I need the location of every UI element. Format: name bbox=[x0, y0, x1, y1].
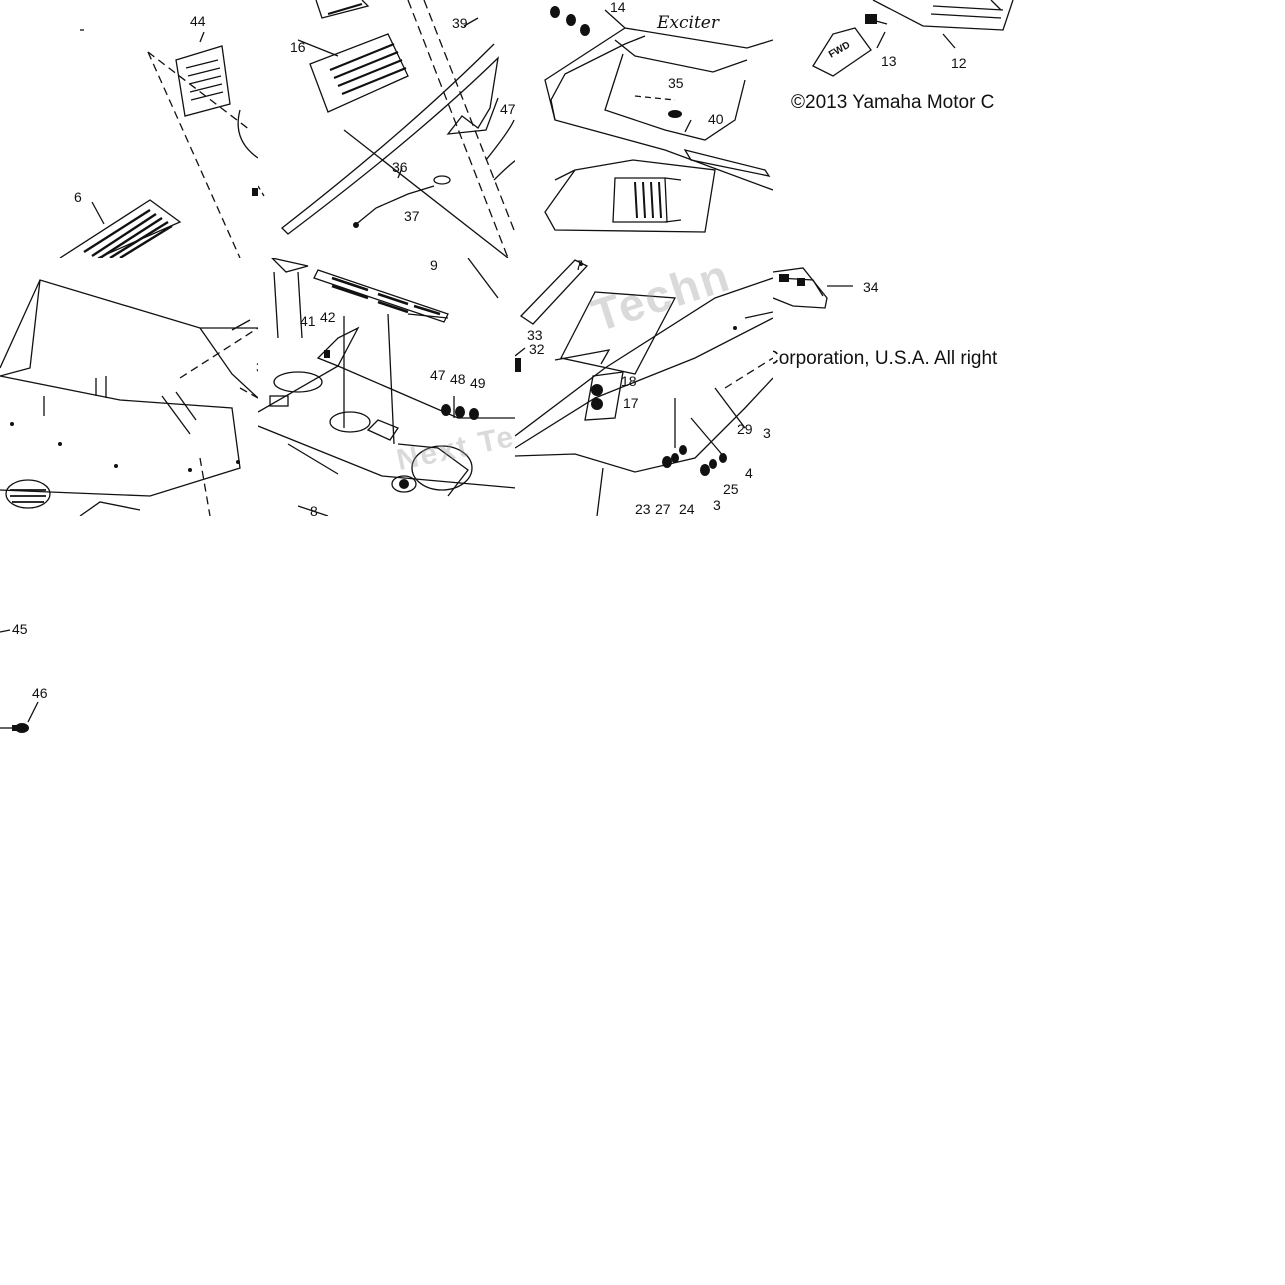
console-drawing bbox=[258, 258, 516, 516]
callout-45: 45 bbox=[12, 621, 28, 637]
hinge-drawing bbox=[773, 267, 853, 309]
callout-40: 40 bbox=[708, 111, 724, 127]
callout-7: 7 bbox=[575, 258, 583, 273]
callout-42: 42 bbox=[320, 309, 336, 325]
callout-46: 46 bbox=[32, 685, 48, 701]
diagram-tile-console: 15 26 31 9 41 42 47 48 49 8 bbox=[258, 258, 516, 516]
grille-16 bbox=[309, 33, 409, 113]
callout-12: 12 bbox=[951, 55, 967, 71]
fwd-label: FWD bbox=[827, 40, 852, 61]
diagram-tile-hinge: 34 Corporation, U.S.A. All right bbox=[773, 258, 1031, 516]
callout-16: 16 bbox=[290, 39, 306, 55]
callout-47: 47 bbox=[430, 367, 446, 383]
callout-13: 13 bbox=[881, 53, 897, 69]
emblem-15 bbox=[271, 258, 309, 273]
callout-25: 25 bbox=[723, 481, 739, 497]
decal-grille-drawing bbox=[59, 29, 258, 258]
cowl-top-drawing: Exciter bbox=[544, 6, 773, 233]
callout-23: 23 bbox=[635, 501, 651, 516]
side-panel-drawing bbox=[515, 259, 773, 516]
callout-35: 35 bbox=[668, 75, 684, 91]
callout-3-nut: 3 bbox=[713, 497, 721, 513]
callout-18: 18 bbox=[621, 373, 637, 389]
cowl-top-40 bbox=[544, 27, 773, 191]
diagram-tile-decal-grille: 44 6 bbox=[0, 0, 258, 258]
diagram-tile-fasteners: 45 46 bbox=[0, 516, 258, 774]
callout-9: 9 bbox=[430, 258, 438, 273]
strip-39 bbox=[281, 43, 499, 235]
callout-17: 17 bbox=[623, 395, 639, 411]
fwd-tag-13 bbox=[812, 27, 872, 77]
hinge-34 bbox=[773, 267, 828, 309]
callout-39: 39 bbox=[452, 15, 468, 31]
callout-43: 47 bbox=[500, 101, 516, 117]
callout-24: 24 bbox=[679, 501, 695, 516]
callout-3-windshield: 3 bbox=[256, 360, 258, 374]
callout-8: 8 bbox=[310, 503, 318, 516]
callout-34: 34 bbox=[863, 279, 879, 295]
callout-48: 48 bbox=[450, 371, 466, 387]
diagram-tile-tag-copyright: FWD 13 12 ©2013 Yamaha Motor C bbox=[773, 0, 1031, 258]
decal-44 bbox=[175, 45, 231, 117]
diagram-tile-hood-strip: 39 16 36 37 47 bbox=[258, 0, 516, 258]
callout-33: 33 bbox=[527, 327, 543, 343]
diagram-tile-cowl-top: Exciter 14 35 40 bbox=[515, 0, 773, 258]
cable-36 bbox=[353, 185, 435, 227]
copyright-text-2: Corporation, U.S.A. All right bbox=[773, 348, 998, 369]
tag-mat-drawing: FWD bbox=[812, 0, 1014, 77]
vent-duct bbox=[544, 159, 716, 233]
callout-36: 36 bbox=[392, 159, 408, 175]
callout-30: 3 bbox=[763, 425, 771, 441]
mat-12 bbox=[872, 0, 1014, 31]
callout-41: 41 bbox=[300, 313, 316, 329]
plate-31 bbox=[313, 269, 449, 323]
seal-40 bbox=[683, 148, 771, 177]
diagram-tile-windshield: 3 bbox=[0, 258, 258, 516]
callout-44: 44 bbox=[190, 13, 206, 29]
brand-script: Exciter bbox=[656, 13, 720, 33]
callout-37: 37 bbox=[404, 208, 420, 224]
copyright-text-1: ©2013 Yamaha Motor C bbox=[791, 92, 995, 113]
callout-29: 29 bbox=[737, 421, 753, 437]
diagram-tile-side-panel: 7 33 32 18 17 23 27 24 3 25 4 29 3 bbox=[515, 258, 773, 516]
callout-32: 32 bbox=[529, 341, 545, 357]
windshield-drawing bbox=[0, 279, 258, 516]
hood-strip-drawing bbox=[258, 0, 516, 258]
fasteners-drawing bbox=[0, 629, 39, 733]
callout-6: 6 bbox=[74, 189, 82, 205]
callout-4: 4 bbox=[745, 465, 753, 481]
callout-27: 27 bbox=[655, 501, 671, 516]
windshield-3 bbox=[0, 375, 241, 497]
callout-14: 14 bbox=[610, 0, 626, 15]
callout-49: 49 bbox=[470, 375, 486, 391]
